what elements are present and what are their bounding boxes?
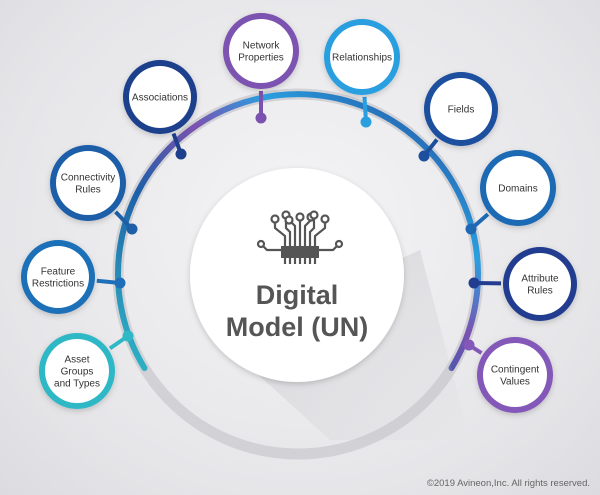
node-label-associations: Associations [132, 93, 188, 104]
connector-dot-feature-restrictions [114, 277, 126, 289]
node-label-contingent-values: Contingent [491, 365, 540, 376]
connector-dot-connectivity-rules [126, 223, 138, 235]
node-relationships: Relationships [324, 19, 400, 128]
node-label-contingent-values: Values [500, 377, 530, 388]
node-face-fields [430, 78, 492, 140]
node-face-relationships [330, 25, 394, 89]
node-face-attribute-rules [509, 253, 571, 315]
node-label-attribute-rules: Attribute [521, 274, 559, 285]
node-label-feature-restrictions: Restrictions [32, 279, 84, 290]
node-label-fields: Fields [448, 105, 475, 116]
connector-dot-network-properties [255, 112, 267, 124]
node-associations: Associations [123, 60, 197, 160]
node-domains: Domains [465, 150, 556, 235]
node-label-connectivity-rules: Connectivity [61, 173, 115, 184]
node-face-feature-restrictions [27, 246, 89, 308]
node-face-asset-groups-and-types [45, 339, 109, 403]
node-face-contingent-values [483, 343, 547, 407]
node-fields: Fields [418, 72, 498, 162]
center-disc [190, 168, 404, 382]
connector-dot-fields [418, 150, 430, 162]
center-title-line-1: Digital [256, 280, 339, 310]
node-face-network-properties [229, 19, 293, 83]
center-title-line-2: Model (UN) [226, 312, 368, 342]
node-face-connectivity-rules [56, 151, 120, 215]
node-label-connectivity-rules: Rules [75, 185, 101, 196]
node-label-domains: Domains [498, 184, 537, 195]
connector-dot-relationships [360, 116, 372, 128]
node-label-asset-groups-and-types: Groups [61, 367, 94, 378]
node-label-attribute-rules: Rules [527, 286, 553, 297]
node-label-asset-groups-and-types: and Types [54, 379, 100, 390]
node-label-network-properties: Properties [238, 53, 284, 64]
node-face-domains [486, 156, 550, 220]
connector-dot-associations [175, 148, 187, 160]
node-label-asset-groups-and-types: Asset [64, 355, 89, 366]
copyright-notice: ©2019 Avineon,Inc. All rights reserved. [426, 478, 590, 489]
node-label-feature-restrictions: Feature [41, 267, 76, 278]
circuit-icon [256, 210, 344, 264]
node-label-relationships: Relationships [332, 53, 392, 64]
node-face-associations [129, 66, 191, 128]
connector-dot-asset-groups-and-types [122, 330, 134, 342]
connector-dot-contingent-values [463, 339, 475, 351]
connector-dot-domains [465, 223, 477, 235]
outer-ring-arc [115, 91, 481, 372]
connector-dot-attribute-rules [468, 277, 480, 289]
node-label-network-properties: Network [243, 41, 281, 52]
